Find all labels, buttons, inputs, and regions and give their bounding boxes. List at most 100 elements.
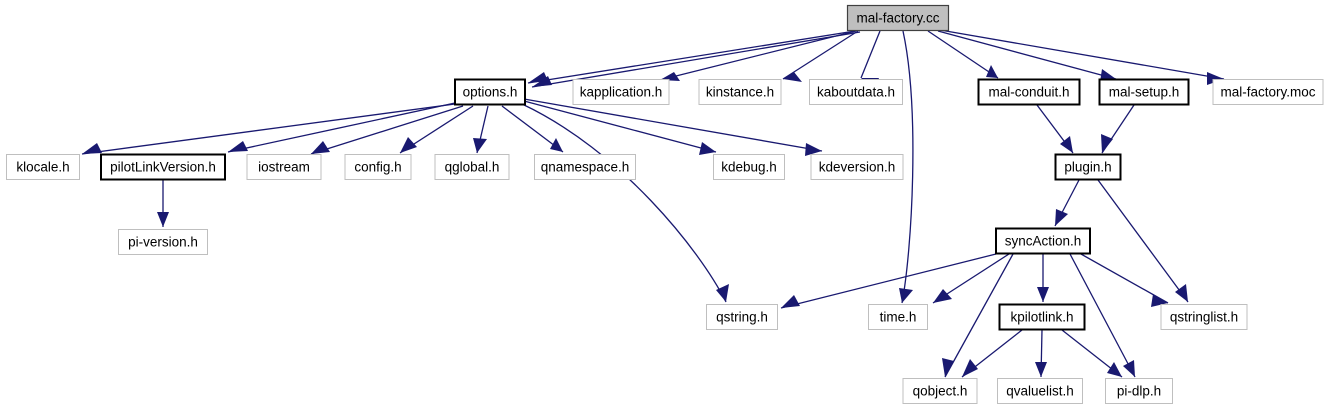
node-box[interactable] bbox=[1098, 78, 1190, 106]
graph-node-qobject-h[interactable]: qobject.h bbox=[902, 378, 978, 404]
graph-edge-options-h-to-kdebug-h bbox=[523, 100, 717, 155]
graph-edge-mal-conduit-h-to-plugin-h bbox=[1036, 104, 1074, 154]
node-box[interactable] bbox=[868, 304, 928, 330]
graph-node-qvaluelist-h[interactable]: qvaluelist.h bbox=[997, 378, 1083, 404]
graph-node-time-h[interactable]: time.h bbox=[868, 304, 928, 330]
node-box[interactable] bbox=[454, 78, 526, 106]
graph-edge-options-h-to-qnamespace-h bbox=[501, 105, 564, 153]
node-box[interactable] bbox=[1105, 378, 1173, 404]
arrowhead-icon bbox=[311, 141, 330, 154]
graph-edge-options-h-to-kdeversion-h bbox=[523, 98, 823, 156]
graph-edge-options-h-to-qglobal-h bbox=[473, 105, 489, 154]
arrowhead-icon bbox=[157, 212, 169, 227]
arrowhead-icon bbox=[899, 288, 913, 303]
graph-node-pi-dlp-h[interactable]: pi-dlp.h bbox=[1105, 378, 1173, 404]
arrowhead-icon bbox=[1060, 136, 1073, 153]
graph-node-mal-factory-moc[interactable]: mal-factory.moc bbox=[1212, 79, 1324, 105]
arrowhead-icon bbox=[942, 358, 954, 377]
edge-line bbox=[523, 100, 717, 153]
edge-line bbox=[81, 103, 456, 155]
graph-node-plugin-h[interactable]: plugin.h bbox=[1054, 153, 1122, 181]
edge-line bbox=[531, 31, 861, 88]
graph-edge-mal-factory-cc-to-time-h bbox=[899, 30, 914, 304]
graph-node-kdebug-h[interactable]: kdebug.h bbox=[713, 154, 785, 180]
graph-node-kaboutdata-h[interactable]: kaboutdata.h bbox=[809, 79, 903, 105]
graph-edge-mal-factory-cc-to-options-h bbox=[531, 31, 861, 88]
node-box[interactable] bbox=[977, 78, 1081, 106]
graph-node-pi-version-h[interactable]: pi-version.h bbox=[118, 229, 208, 255]
node-box[interactable] bbox=[902, 378, 978, 404]
arrowhead-icon bbox=[716, 284, 729, 302]
graph-node-qstring-h[interactable]: qstring.h bbox=[706, 304, 778, 330]
node-box[interactable] bbox=[1160, 304, 1248, 330]
node-box[interactable] bbox=[572, 79, 670, 105]
node-box[interactable] bbox=[100, 153, 226, 181]
node-box[interactable] bbox=[810, 154, 904, 180]
edge-line bbox=[310, 105, 464, 155]
arrowhead-icon bbox=[1037, 287, 1049, 302]
edge-line bbox=[944, 253, 1014, 378]
arrowhead-icon bbox=[933, 289, 952, 303]
graph-node-config-h[interactable]: config.h bbox=[344, 154, 412, 180]
node-box[interactable] bbox=[1054, 153, 1122, 181]
graph-edge-plugin-h-to-syncAction-h bbox=[1054, 179, 1080, 227]
edge-line bbox=[523, 98, 823, 152]
node-box[interactable] bbox=[434, 154, 510, 180]
node-box[interactable] bbox=[344, 154, 412, 180]
edge-line bbox=[1097, 179, 1189, 303]
edge-line bbox=[860, 30, 881, 79]
arrowhead-icon bbox=[473, 138, 487, 153]
edge-line bbox=[937, 30, 1117, 80]
graph-node-pilotLinkVersion-h[interactable]: pilotLinkVersion.h bbox=[100, 153, 226, 181]
graph-edge-options-h-to-qstring-h bbox=[521, 103, 729, 303]
node-box[interactable] bbox=[118, 229, 208, 255]
edge-line bbox=[659, 30, 857, 81]
graph-edge-syncAction-h-to-pi-dlp-h bbox=[1069, 253, 1136, 378]
edge-line bbox=[527, 30, 856, 84]
node-box[interactable] bbox=[698, 79, 782, 105]
graph-node-kinstance-h[interactable]: kinstance.h bbox=[698, 79, 782, 105]
arrowhead-icon bbox=[1175, 284, 1188, 302]
arrowhead-icon bbox=[1123, 360, 1135, 377]
graph-node-qnamespace-h[interactable]: qnamespace.h bbox=[534, 154, 636, 180]
arrowhead-icon bbox=[781, 295, 800, 308]
graph-node-mal-factory-cc[interactable]: mal-factory.cc bbox=[846, 4, 950, 32]
arrowhead-icon bbox=[1035, 362, 1047, 377]
graph-node-kpilotlink-h[interactable]: kpilotlink.h bbox=[998, 303, 1086, 331]
graph-node-mal-conduit-h[interactable]: mal-conduit.h bbox=[977, 78, 1081, 106]
node-box[interactable] bbox=[809, 79, 903, 105]
arrowhead-icon bbox=[986, 65, 998, 78]
graph-node-qstringlist-h[interactable]: qstringlist.h bbox=[1160, 304, 1248, 330]
graph-node-syncAction-h[interactable]: syncAction.h bbox=[995, 227, 1091, 255]
node-box[interactable] bbox=[713, 154, 785, 180]
node-box[interactable] bbox=[6, 154, 80, 180]
arrowhead-icon bbox=[699, 142, 716, 155]
node-box[interactable] bbox=[1212, 79, 1324, 105]
graph-node-qglobal-h[interactable]: qglobal.h bbox=[434, 154, 510, 180]
graph-node-kapplication-h[interactable]: kapplication.h bbox=[572, 79, 670, 105]
graph-edge-syncAction-h-to-qstringlist-h bbox=[1080, 253, 1169, 307]
node-box[interactable] bbox=[534, 154, 636, 180]
arrowhead-icon bbox=[528, 72, 548, 83]
edge-line bbox=[227, 102, 456, 153]
edge-line bbox=[782, 30, 859, 80]
edge-line bbox=[780, 253, 997, 309]
node-box[interactable] bbox=[995, 227, 1091, 255]
arrowhead-icon bbox=[550, 138, 563, 152]
graph-edge-kpilotlink-h-to-qvaluelist-h bbox=[1035, 329, 1047, 378]
graph-node-kdeversion-h[interactable]: kdeversion.h bbox=[810, 154, 904, 180]
node-box[interactable] bbox=[846, 4, 950, 32]
node-box[interactable] bbox=[998, 303, 1086, 331]
graph-node-options-h[interactable]: options.h bbox=[454, 78, 526, 106]
graph-edge-syncAction-h-to-kpilotlink-h bbox=[1037, 254, 1049, 302]
graph-edge-mal-setup-h-to-plugin-h bbox=[1101, 104, 1135, 154]
node-box[interactable] bbox=[997, 378, 1083, 404]
node-box[interactable] bbox=[706, 304, 778, 330]
graph-edge-syncAction-h-to-qobject-h bbox=[942, 253, 1014, 378]
graph-node-iostream[interactable]: iostream bbox=[246, 154, 322, 180]
graph-node-mal-setup-h[interactable]: mal-setup.h bbox=[1098, 78, 1190, 106]
node-box[interactable] bbox=[246, 154, 322, 180]
graph-node-klocale-h[interactable]: klocale.h bbox=[6, 154, 80, 180]
